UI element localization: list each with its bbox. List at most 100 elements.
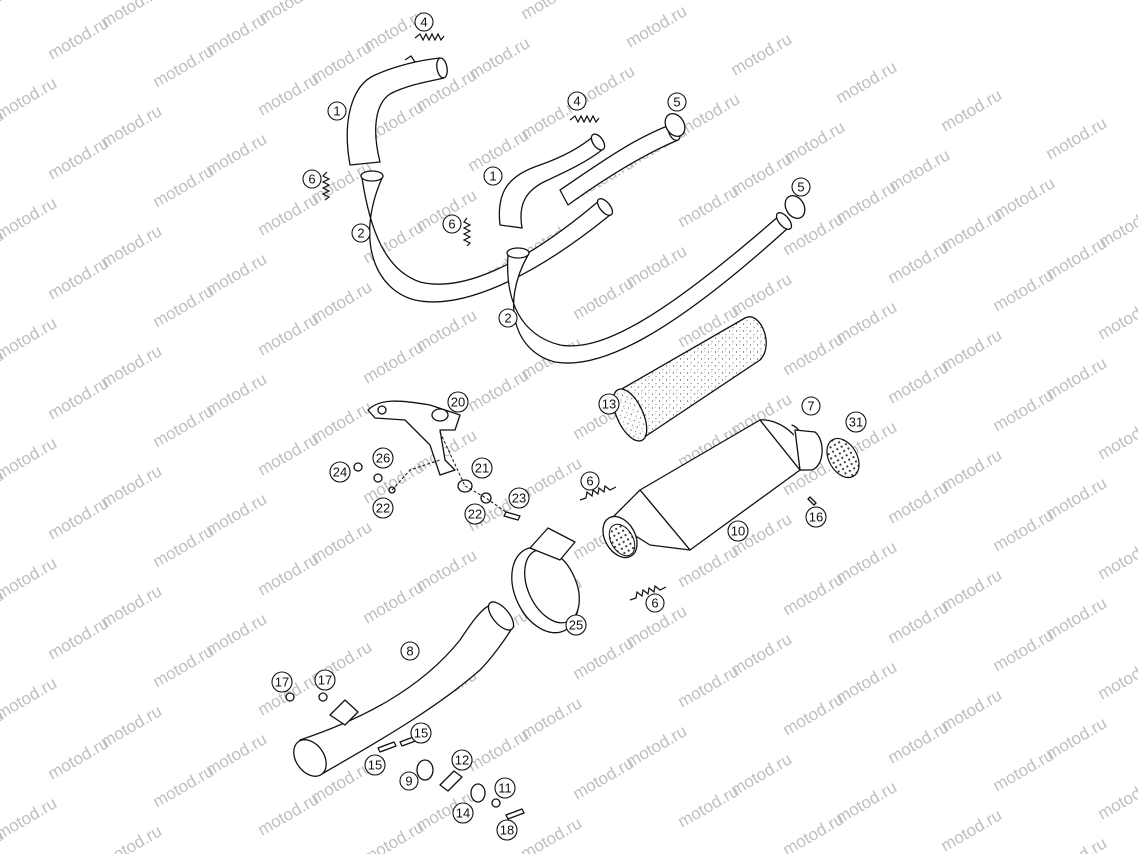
watermark-text: motod.ru [780, 329, 848, 379]
watermark-text: motod.ru [990, 625, 1058, 675]
muffler-clamp [511, 527, 580, 634]
callout-4: 4 [414, 12, 434, 32]
watermark-text: motod.ru [150, 161, 218, 211]
watermark-text: motod.ru [780, 209, 848, 259]
watermark-text: motod.ru [255, 429, 323, 479]
callout-31: 31 [845, 411, 867, 433]
callout-5: 5 [791, 177, 811, 197]
watermark-text: motod.ru [1095, 773, 1138, 823]
callout-label: 2 [357, 226, 364, 241]
callout-2: 2 [498, 308, 518, 328]
callout-6: 6 [580, 471, 600, 491]
callout-24: 24 [329, 461, 351, 483]
callout-26: 26 [372, 447, 394, 469]
callout-4: 4 [567, 91, 587, 111]
watermark-text: motod.ru [675, 181, 743, 231]
watermark-text: motod.ru [1095, 533, 1138, 583]
watermark-text: motod.ru [360, 577, 428, 627]
callout-label: 18 [500, 823, 514, 838]
watermark-text: motod.ru [45, 493, 113, 543]
watermark-text: motod.ru [570, 273, 638, 323]
watermark-text: motod.ru [990, 265, 1058, 315]
callout-label: 2 [504, 311, 511, 326]
callout-label: 13 [602, 397, 616, 412]
callout-25: 25 [565, 614, 587, 636]
watermark-text: motod.ru [1043, 833, 1111, 854]
callout-label: 1 [333, 104, 340, 119]
callout-label: 24 [333, 465, 347, 480]
callout-1: 1 [327, 101, 347, 121]
callout-17: 17 [314, 669, 336, 691]
callout-label: 6 [448, 217, 455, 232]
watermark-text: motod.ru [780, 809, 848, 854]
watermark-text: motod.ru [360, 337, 428, 387]
watermark-text: motod.ru [0, 673, 60, 723]
callout-label: 31 [849, 415, 863, 430]
callout-label: 23 [512, 491, 526, 506]
watermark-text: motod.ru [885, 597, 953, 647]
watermark-text: motod.ru [0, 825, 7, 854]
callout-label: 26 [376, 451, 390, 466]
watermark-text: motod.ru [0, 553, 60, 603]
callout-label: 1 [489, 169, 496, 184]
callout-12: 12 [451, 749, 473, 771]
watermark-text: motod.ru [990, 745, 1058, 795]
callout-label: 11 [498, 781, 512, 796]
header-pipe-right [498, 113, 806, 364]
callout-label: 17 [318, 673, 332, 688]
callout-label: 4 [420, 15, 427, 30]
muffler-body [602, 419, 823, 559]
watermark-text: motod.ru [150, 761, 218, 811]
watermark-text: motod.ru [150, 521, 218, 571]
callout-22: 22 [372, 497, 394, 519]
callout-22: 22 [464, 503, 486, 525]
callout-23: 23 [508, 487, 530, 509]
end-cap-mesh [826, 437, 860, 479]
watermark-text: motod.ru [465, 125, 533, 175]
watermark-text: motod.ru [1043, 113, 1111, 163]
watermark-text: motod.ru [45, 613, 113, 663]
callout-label: 22 [468, 507, 482, 522]
callout-label: 15 [414, 726, 428, 741]
callout-15: 15 [364, 754, 386, 776]
watermark-text: motod.ru [150, 401, 218, 451]
watermark-text: motod.ru [150, 641, 218, 691]
callout-label: 17 [275, 675, 289, 690]
watermark-text: motod.ru [255, 549, 323, 599]
callout-label: 7 [807, 399, 814, 414]
watermark-text: motod.ru [0, 0, 7, 35]
watermark-text: motod.ru [255, 189, 323, 239]
callout-label: 14 [456, 806, 470, 821]
watermark-text: motod.ru [0, 433, 60, 483]
watermark-text: motod.ru [98, 821, 166, 854]
watermark-text: motod.ru [45, 733, 113, 783]
watermark-text: motod.ru [0, 193, 60, 243]
leader-lines [391, 431, 507, 513]
callout-label: 5 [673, 95, 680, 110]
callout-13: 13 [598, 393, 620, 415]
watermark-text: motod.ru [518, 813, 586, 854]
watermark-text: motod.ru [623, 1, 691, 51]
watermark-text: motod.ru [360, 817, 428, 854]
header-pipe-left [346, 55, 614, 303]
watermark-text: motod.ru [885, 237, 953, 287]
watermark-text: motod.ru [938, 85, 1006, 135]
watermark-text: motod.ru [990, 505, 1058, 555]
callout-10: 10 [727, 520, 749, 542]
callout-1: 1 [483, 166, 503, 186]
callout-9: 9 [399, 771, 419, 791]
watermark-text: motod.ru [728, 29, 796, 79]
watermark-text: motod.ru [465, 725, 533, 775]
watermark-text: motod.ru [885, 477, 953, 527]
watermark-text: motod.ru [570, 753, 638, 803]
callout-label: 21 [475, 461, 489, 476]
watermark-text: motod.ru [150, 41, 218, 91]
watermark-text: motod.ru [465, 365, 533, 415]
callout-label: 5 [797, 180, 804, 195]
link-pipe [293, 601, 515, 777]
watermark-text: motod.ru [0, 313, 60, 363]
callout-label: 6 [586, 474, 593, 489]
silencer-bracket [367, 400, 461, 476]
callout-16: 16 [805, 506, 827, 528]
